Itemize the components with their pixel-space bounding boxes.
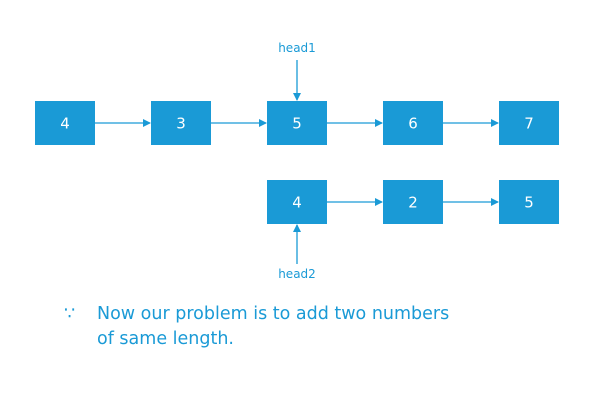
list1-node-3 <box>267 101 327 145</box>
list1-node-4-value: 6 <box>408 115 418 133</box>
list2-node-1 <box>267 180 327 224</box>
list1-node-4 <box>383 101 443 145</box>
list2-node-1-value: 4 <box>292 194 302 212</box>
list1-node-5 <box>499 101 559 145</box>
caption-line-2: of same length. <box>97 329 234 349</box>
list2-node-2-value: 2 <box>408 194 418 212</box>
list1-node-2-value: 3 <box>176 115 186 133</box>
list1-node-1-value: 4 <box>60 115 70 133</box>
list2-node-2 <box>383 180 443 224</box>
list2-node-3-value: 5 <box>524 194 534 212</box>
list2: 4 2 5 <box>267 180 559 224</box>
caption-line-1: Now our problem is to add two numbers <box>97 304 450 324</box>
list1-node-5-value: 7 <box>524 115 534 133</box>
head2-pointer: head2 <box>278 224 316 281</box>
list1-node-3-value: 5 <box>292 115 302 133</box>
caption: ∵ Now our problem is to add two numbers o… <box>64 302 449 352</box>
because-symbol: ∵ <box>64 304 76 324</box>
head2-label: head2 <box>278 267 316 281</box>
list1-node-2 <box>151 101 211 145</box>
head1-label: head1 <box>278 41 316 55</box>
list2-node-3 <box>499 180 559 224</box>
list1: 4 3 5 6 7 <box>35 101 559 145</box>
list1-node-1 <box>35 101 95 145</box>
head1-pointer: head1 <box>278 41 316 101</box>
